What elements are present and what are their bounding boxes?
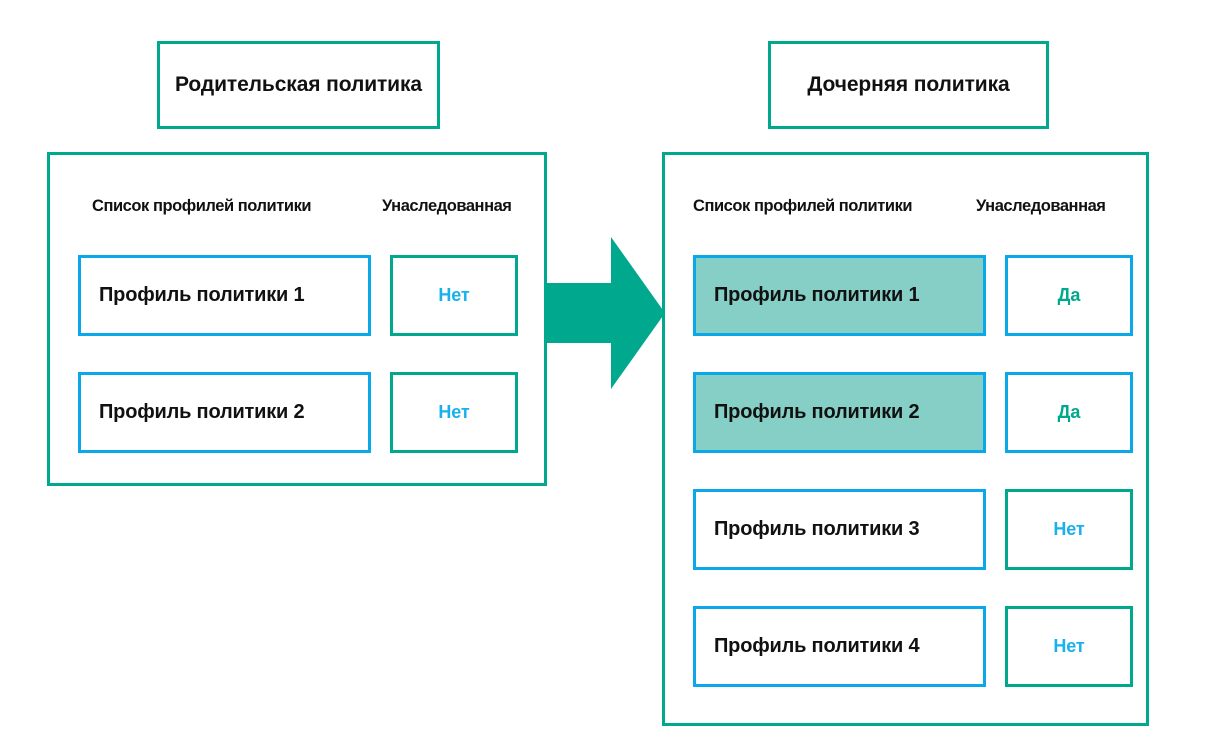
- child-inherited-badge-3: Нет: [1005, 489, 1133, 570]
- parent-inherited-value-1: Нет: [438, 285, 470, 305]
- table-row[interactable]: Профиль политики 3 Нет: [693, 489, 1133, 570]
- table-row[interactable]: Профиль политики 1 Нет: [78, 255, 518, 336]
- parent-profile-box-2[interactable]: Профиль политики 2: [78, 372, 371, 453]
- child-profile-box-4[interactable]: Профиль политики 4: [693, 606, 986, 687]
- parent-header-inherited: Унаследованная: [382, 197, 512, 215]
- table-row[interactable]: Профиль политики 2 Нет: [78, 372, 518, 453]
- child-profile-label-4: Профиль политики 4: [714, 635, 920, 657]
- child-profile-box-2[interactable]: Профиль политики 2: [693, 372, 986, 453]
- parent-policy-panel: Список профилей политики Унаследованная …: [47, 152, 547, 486]
- table-row[interactable]: Профиль политики 2 Да: [693, 372, 1133, 453]
- child-profile-box-3[interactable]: Профиль политики 3: [693, 489, 986, 570]
- parent-inherited-badge-1: Нет: [390, 255, 518, 336]
- child-inherited-value-1: Да: [1057, 285, 1081, 305]
- parent-profile-box-1[interactable]: Профиль политики 1: [78, 255, 371, 336]
- parent-profile-label-2: Профиль политики 2: [99, 401, 305, 423]
- child-inherited-value-3: Нет: [1053, 519, 1085, 539]
- child-inherited-badge-2: Да: [1005, 372, 1133, 453]
- child-header-inherited: Унаследованная: [976, 197, 1106, 215]
- child-inherited-badge-1: Да: [1005, 255, 1133, 336]
- table-row[interactable]: Профиль политики 1 Да: [693, 255, 1133, 336]
- arrow-right-icon: [545, 237, 665, 389]
- child-policy-panel: Список профилей политики Унаследованная …: [662, 152, 1149, 726]
- table-row[interactable]: Профиль политики 4 Нет: [693, 606, 1133, 687]
- child-profile-label-1: Профиль политики 1: [714, 284, 920, 306]
- child-header-profile-list: Список профилей политики: [693, 197, 913, 215]
- parent-header-profile-list: Список профилей политики: [92, 197, 312, 215]
- parent-policy-title-text: Родительская политика: [175, 73, 422, 97]
- child-policy-title-text: Дочерняя политика: [807, 73, 1010, 97]
- parent-profile-label-1: Профиль политики 1: [99, 284, 305, 306]
- child-profile-box-1[interactable]: Профиль политики 1: [693, 255, 986, 336]
- child-policy-title-box: Дочерняя политика: [768, 41, 1049, 129]
- child-inherited-value-4: Нет: [1053, 636, 1085, 656]
- child-profile-label-2: Профиль политики 2: [714, 401, 920, 423]
- child-column-headers: Список профилей политики Унаследованная: [693, 197, 1106, 216]
- parent-column-headers: Список профилей политики Унаследованная: [92, 197, 512, 216]
- child-inherited-badge-4: Нет: [1005, 606, 1133, 687]
- parent-inherited-value-2: Нет: [438, 402, 470, 422]
- child-inherited-value-2: Да: [1057, 402, 1081, 422]
- child-profile-label-3: Профиль политики 3: [714, 518, 920, 540]
- parent-inherited-badge-2: Нет: [390, 372, 518, 453]
- parent-policy-title-box: Родительская политика: [157, 41, 440, 129]
